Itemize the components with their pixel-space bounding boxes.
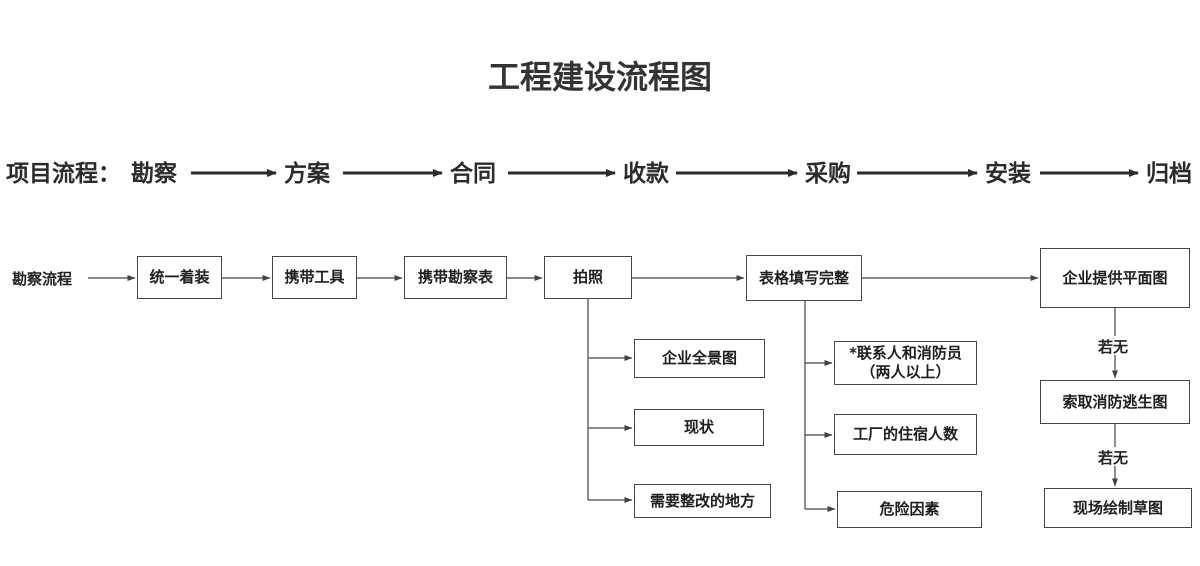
step-draw-sketch: 现场绘制草图 xyxy=(1044,488,1192,528)
step-carry-survey-form: 携带勘察表 xyxy=(404,256,507,299)
step-complete-form: 表格填写完整 xyxy=(746,255,862,301)
stage-install: 安装 xyxy=(985,161,1031,187)
stage-purchase: 采购 xyxy=(805,161,851,187)
project-flow-label: 项目流程： xyxy=(6,161,121,187)
photo-item-rectification: 需要整改的地方 xyxy=(634,484,771,518)
if-none-label-1: 若无 xyxy=(1098,338,1129,356)
step-floor-plan: 企业提供平面图 xyxy=(1040,248,1190,308)
step-photo: 拍照 xyxy=(544,256,632,299)
stage-archive: 归档 xyxy=(1146,161,1192,187)
form-item-hazards: 危险因素 xyxy=(837,491,982,528)
step-fire-escape-plan: 索取消防逃生图 xyxy=(1040,380,1190,424)
photo-item-panorama: 企业全景图 xyxy=(634,339,765,378)
survey-flow-label: 勘察流程 xyxy=(12,270,73,288)
step-uniform: 统一着装 xyxy=(137,256,222,299)
form-item-contacts: *联系人和消防员（两人以上） xyxy=(834,341,977,385)
form-item-dorm-count: 工厂的住宿人数 xyxy=(834,414,977,455)
step-carry-tools: 携带工具 xyxy=(272,256,357,299)
stage-contract: 合同 xyxy=(450,161,496,187)
diagram-title: 工程建设流程图 xyxy=(487,58,712,96)
stage-plan: 方案 xyxy=(284,161,330,187)
stage-payment: 收款 xyxy=(623,161,669,187)
if-none-label-2: 若无 xyxy=(1098,449,1129,467)
photo-item-current-status: 现状 xyxy=(634,409,764,446)
stage-survey: 勘察 xyxy=(131,161,177,187)
